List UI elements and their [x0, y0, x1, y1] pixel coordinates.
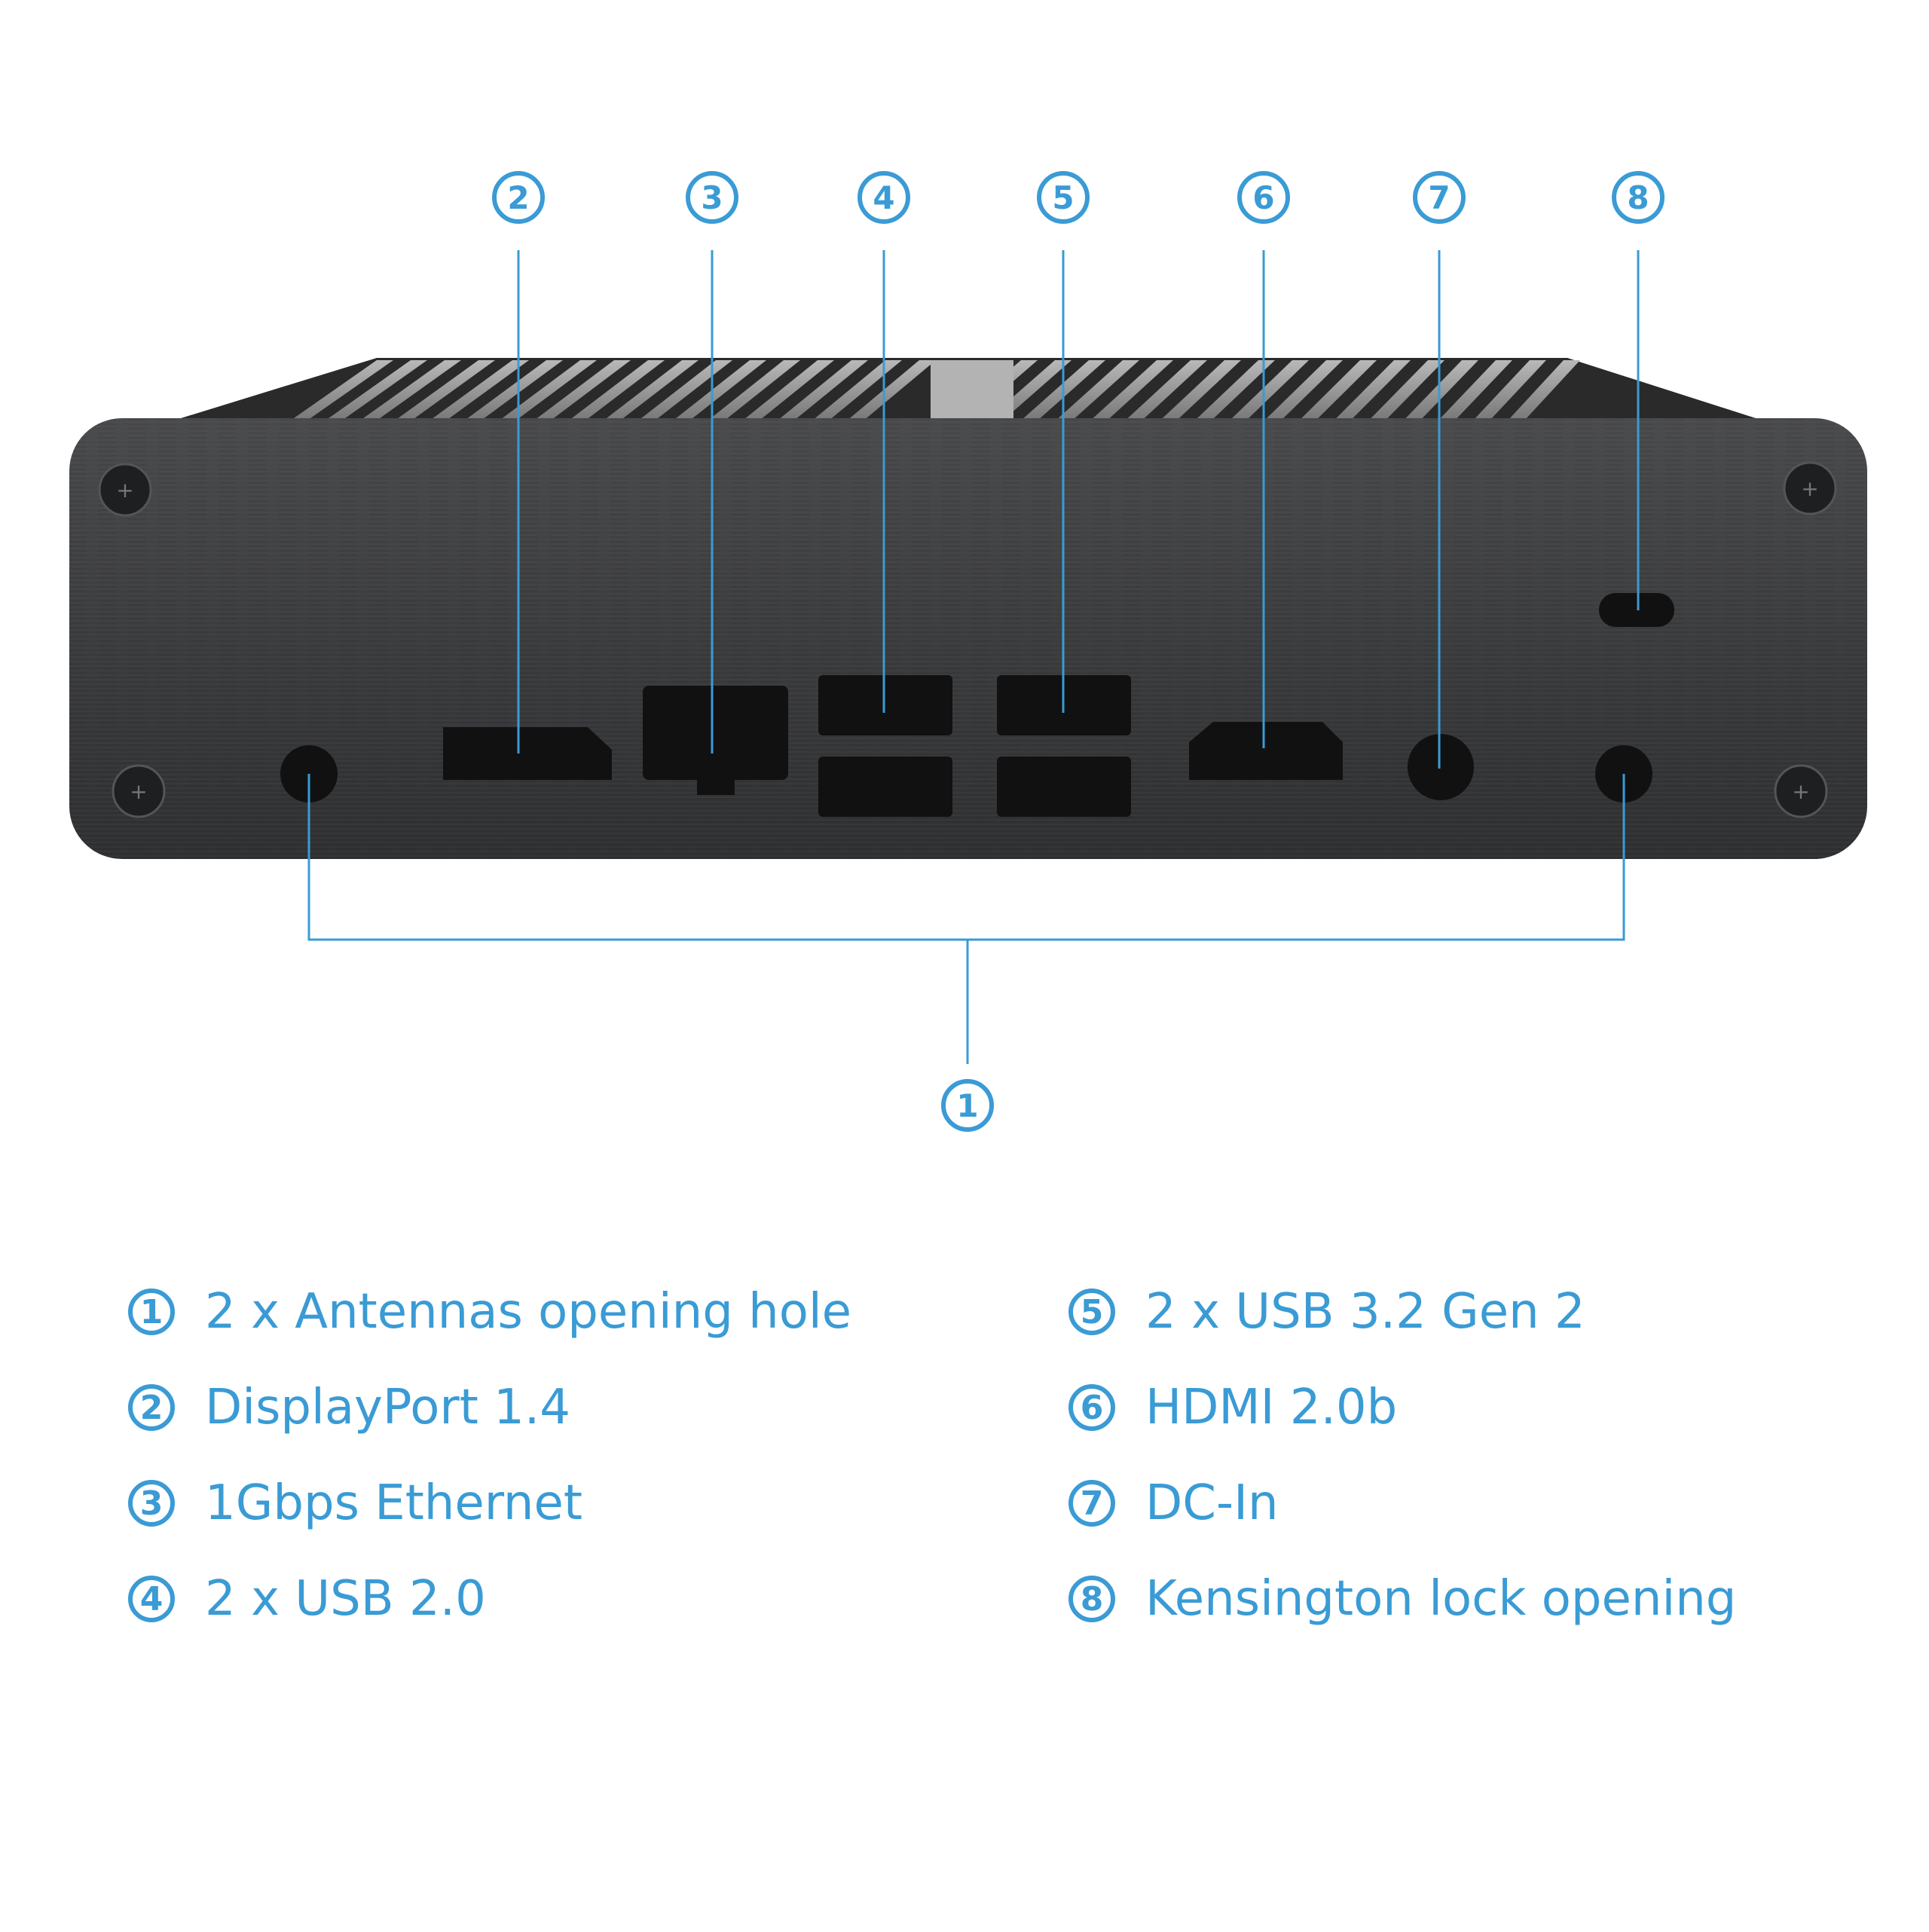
heatsink-fin: [1336, 360, 1411, 418]
heatsink-fin: [1440, 360, 1512, 418]
heatsink-fin: [1127, 360, 1207, 418]
heatsink-fin: [1162, 360, 1241, 418]
heatsink-fin: [711, 360, 800, 418]
heatsink-fin: [1267, 360, 1343, 418]
screw-icon: +: [98, 463, 152, 517]
screw-icon: +: [112, 764, 166, 818]
callout-badge-circle: [858, 171, 910, 224]
legend-item-2: 2 DisplayPort 1.4: [128, 1380, 570, 1435]
callout-badges: 1 2 3 4 5 6 7 8: [492, 171, 1665, 1132]
legend-label: 2 x USB 2.0: [205, 1571, 486, 1627]
heatsink-fin: [537, 360, 631, 418]
legend-number: 1: [128, 1289, 175, 1335]
legend-label: Kensington lock opening: [1145, 1571, 1737, 1627]
legend-label: DC-In: [1145, 1475, 1279, 1531]
heatsink-fin: [571, 360, 665, 418]
legend-item-1: 1 2 x Antennas opening hole: [128, 1284, 851, 1340]
svg-text:+: +: [1792, 779, 1809, 804]
heatsink-fin: [815, 360, 902, 418]
heatsink-fin: [1475, 360, 1546, 418]
heatsink-fin: [433, 360, 529, 418]
ethernet-port: [643, 686, 788, 795]
heatsink-fin: [467, 360, 563, 418]
legend-label: 2 x USB 3.2 Gen 2: [1145, 1284, 1585, 1340]
heatsink-fin: [1405, 360, 1478, 418]
heatsink-fin: [1509, 360, 1580, 418]
callout-badge-number: 4: [873, 179, 894, 216]
legend-label: 1Gbps Ethernet: [205, 1475, 582, 1531]
legend-number: 8: [1068, 1576, 1115, 1622]
callout-badge-number: 7: [1428, 179, 1450, 216]
heatsink-fin: [849, 360, 936, 418]
heatsink-fin: [780, 360, 868, 418]
callout-badge-number: 8: [1627, 179, 1649, 216]
legend-number: 7: [1068, 1480, 1115, 1527]
svg-text:+: +: [116, 478, 133, 503]
usb2-port-bottom: [818, 757, 952, 817]
heatsink-fin: [641, 360, 732, 418]
callout-badge-circle: [941, 1079, 994, 1132]
callout-badge-circle: [1413, 171, 1466, 224]
callout-badge-number: 5: [1052, 179, 1074, 216]
heatsink-fin: [1023, 360, 1105, 418]
callout-badge-circle: [686, 171, 738, 224]
legend-item-7: 7 DC-In: [1068, 1475, 1279, 1531]
device-front-panel: [69, 418, 1867, 859]
legend-label: HDMI 2.0b: [1145, 1380, 1398, 1435]
heatsink-fin: [745, 360, 834, 418]
callout-badge-number: 1: [956, 1087, 978, 1124]
heatsink-fin: [363, 360, 461, 418]
callout-badge-circle: [1612, 171, 1665, 224]
center-label-plate: [931, 360, 1013, 419]
legend-number: 6: [1068, 1384, 1115, 1431]
kensington-lock-slot: [1599, 593, 1674, 627]
heatsink-fins: [181, 358, 1756, 419]
callout-badge-circle: [492, 171, 545, 224]
callout-badge-circle: [1037, 171, 1090, 224]
dc-in-port: [1408, 734, 1474, 800]
heatsink-fin: [1232, 360, 1309, 418]
legend-item-3: 3 1Gbps Ethernet: [128, 1475, 582, 1531]
legend-label: 2 x Antennas opening hole: [205, 1284, 852, 1340]
heatsink-fin: [398, 360, 495, 418]
legend-number: 5: [1068, 1289, 1115, 1335]
legend-item-4: 4 2 x USB 2.0: [128, 1571, 486, 1627]
heatsink-fin: [607, 360, 699, 418]
callout-badge-number: 3: [701, 179, 723, 216]
legend-item-6: 6 HDMI 2.0b: [1068, 1380, 1397, 1435]
screw-icon: +: [1774, 764, 1828, 818]
svg-text:+: +: [130, 779, 147, 804]
legend-number: 2: [128, 1384, 175, 1431]
legend-number: 4: [128, 1576, 175, 1622]
svg-text:+: +: [1801, 476, 1818, 501]
legend-item-8: 8 Kensington lock opening: [1068, 1571, 1736, 1627]
heatsink-fin: [329, 360, 427, 418]
heatsink-fin: [294, 360, 393, 418]
displayport-port: [443, 727, 612, 780]
callout-badge-circle: [1237, 171, 1290, 224]
legend-label: DisplayPort 1.4: [205, 1380, 570, 1435]
legend-item-5: 5 2 x USB 3.2 Gen 2: [1068, 1284, 1585, 1340]
heatsink-fin: [1197, 360, 1275, 418]
usb2-port-top: [818, 675, 952, 735]
hdmi-port: [1189, 722, 1343, 780]
screw-icon: +: [1783, 461, 1837, 515]
heatsink-fin: [1371, 360, 1444, 418]
heatsink-fin: [676, 360, 766, 418]
heatsink-fin: [1058, 360, 1139, 418]
usb3-port-bottom: [997, 757, 1131, 817]
callout-badge-number: 6: [1252, 179, 1274, 216]
callout-badge-number: 2: [507, 179, 529, 216]
heatsink-fin: [1301, 360, 1377, 418]
callout-lines: [307, 250, 1640, 1064]
heatsink-fin: [502, 360, 597, 418]
legend-number: 3: [128, 1480, 175, 1527]
heatsink-fin: [1093, 360, 1173, 418]
